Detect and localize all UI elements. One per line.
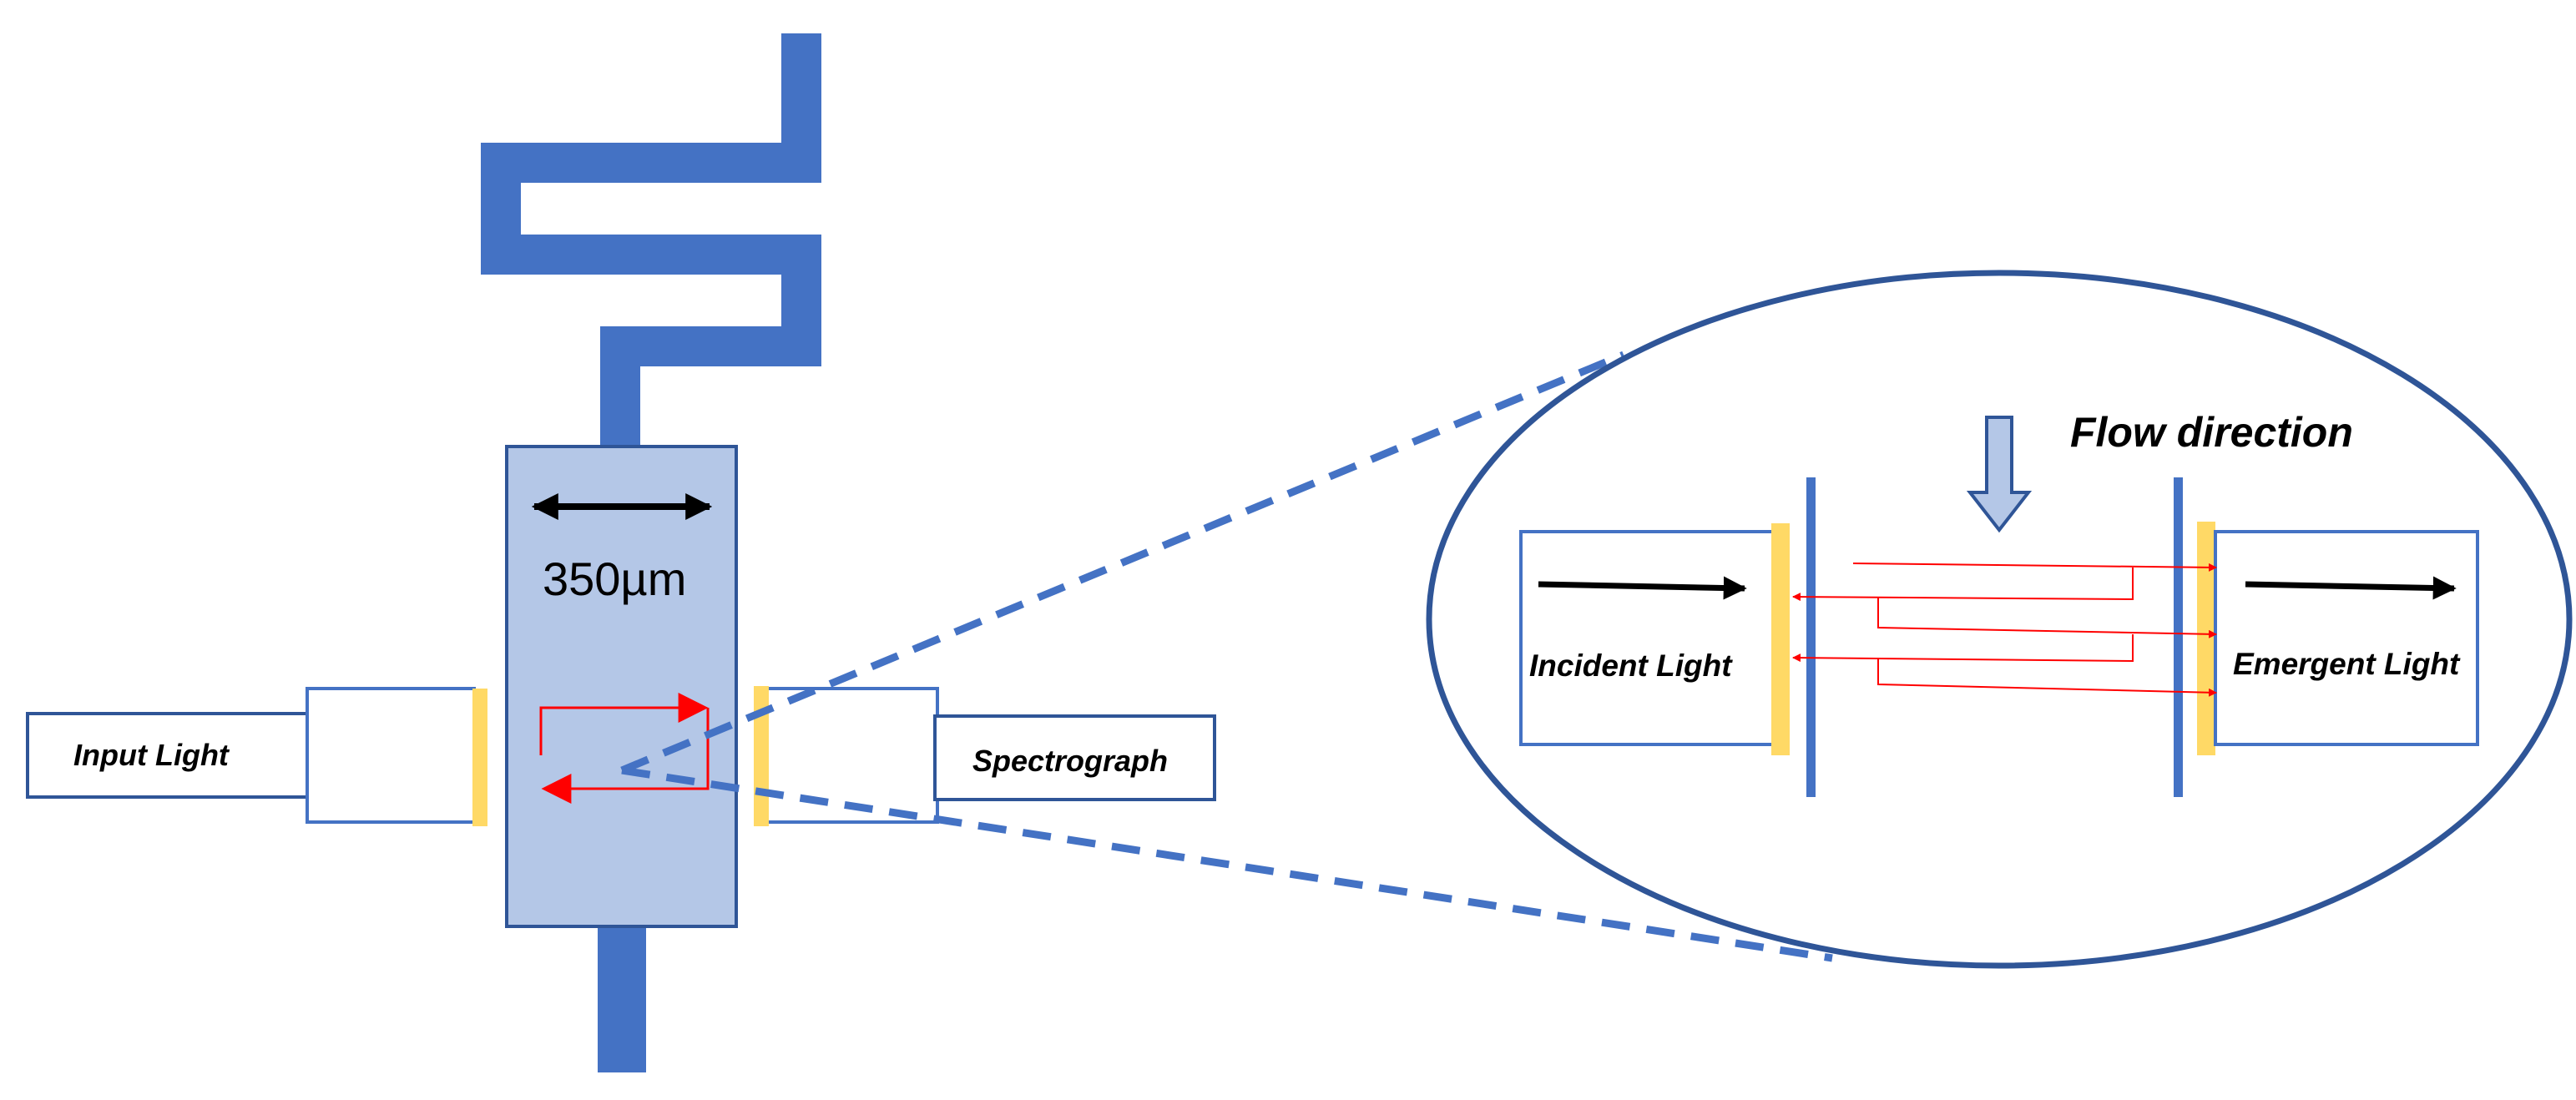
incident-light-label: Incident Light <box>1529 648 1733 683</box>
incident-light-box <box>1519 530 1777 746</box>
incident-arrow-icon <box>1538 576 1747 600</box>
width-dimension-label: 350µm <box>543 553 686 605</box>
channel-outlet-bottom <box>598 926 646 1072</box>
emergent-light-box <box>2214 530 2479 746</box>
emergent-window <box>2174 477 2183 797</box>
spectrograph-label: Spectrograph <box>972 744 1168 778</box>
input-mirror <box>472 689 487 826</box>
incident-mirror <box>1771 523 1790 755</box>
emergent-mirror <box>2197 522 2215 755</box>
measurement-chamber <box>505 445 738 928</box>
spectrograph-box <box>933 714 1216 801</box>
input-fiber-coupler <box>306 687 476 824</box>
serpentine-channel-top <box>481 33 821 451</box>
zoom-callout-lines <box>620 351 1833 962</box>
multi-reflection-path <box>1792 563 2217 697</box>
input-light-label: Input Light <box>73 738 230 772</box>
zoom-ellipse <box>1426 270 2573 969</box>
input-light-box <box>26 712 313 799</box>
incident-window <box>1806 477 1816 797</box>
down-arrow-icon <box>1966 416 2033 533</box>
flow-direction-label: Flow direction <box>2070 409 2353 456</box>
output-fiber-coupler <box>765 687 939 824</box>
emergent-arrow-icon <box>2245 576 2457 600</box>
emergent-light-label: Emergent Light <box>2233 647 2461 681</box>
